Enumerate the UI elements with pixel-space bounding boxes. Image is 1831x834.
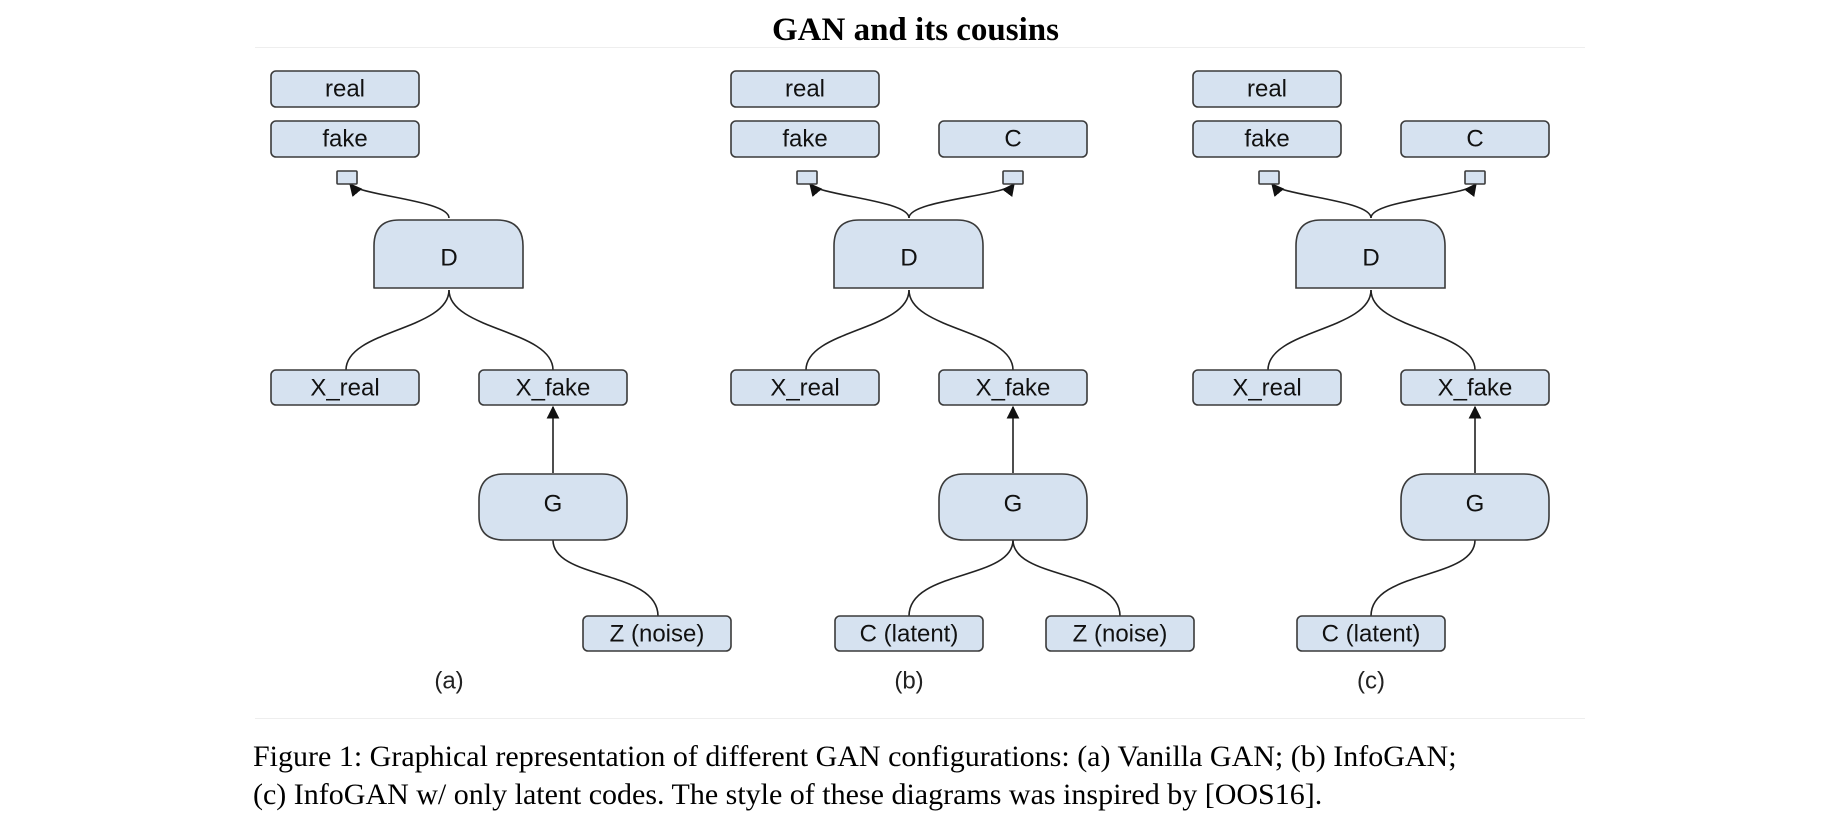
edge-d-to-fake [1271,183,1372,219]
edge-xreal-to-d [345,289,450,371]
svg-text:Z (noise): Z (noise) [610,621,705,648]
svg-text:G: G [1004,491,1023,518]
node-fake: fake [1192,120,1342,158]
node-generator: G [478,473,628,541]
node-x-real: X_real [270,369,420,406]
node-x-real: X_real [730,369,880,406]
svg-text:D: D [1362,245,1379,272]
svg-text:real: real [325,76,365,103]
node-z-noise: Z (noise) [582,615,732,652]
svg-text:fake: fake [782,126,827,153]
node-fake: fake [730,120,880,158]
gan-diagrams: real fake D X_real X_fake G [270,70,1550,695]
fake-output-port [796,170,818,185]
diagram-a: real fake D X_real X_fake G [270,70,732,695]
node-x-fake: X_fake [938,369,1088,406]
subfigure-label-c: (c) [1357,668,1385,695]
svg-text:fake: fake [322,126,367,153]
node-discriminator: D [1295,219,1446,289]
edge-z-to-g [552,539,659,617]
node-c-output: C [1400,120,1550,158]
diagram-c: real fake C D X_real X_fake [1192,70,1550,695]
svg-text:X_fake: X_fake [516,375,591,402]
c-output-port [1002,170,1024,185]
svg-text:D: D [440,245,457,272]
caption-line-1: Figure 1: Graphical representation of di… [253,740,1457,773]
fake-output-port [1258,170,1280,185]
svg-text:X_fake: X_fake [976,375,1051,402]
node-real: real [730,70,880,108]
svg-text:C: C [1466,126,1483,153]
svg-text:Z (noise): Z (noise) [1073,621,1168,648]
node-real: real [1192,70,1342,108]
svg-text:G: G [544,491,563,518]
node-c-latent: C (latent) [1296,615,1446,652]
edge-xfake-to-d [1370,289,1476,371]
node-discriminator: D [833,219,984,289]
edge-xfake-to-d [448,289,554,371]
edge-d-to-fake [349,183,450,219]
edge-d-to-fake [809,183,910,219]
node-discriminator: D [373,219,524,289]
svg-text:C (latent): C (latent) [1322,621,1421,648]
edge-d-to-c [908,182,1015,219]
svg-text:C: C [1004,126,1021,153]
svg-text:X_real: X_real [310,375,379,402]
diagram-b: real fake C D X_real X_fake [730,70,1195,695]
caption-line-2: (c) InfoGAN w/ only latent codes. The st… [253,778,1323,811]
node-x-real: X_real [1192,369,1342,406]
subfigure-label-b: (b) [894,668,923,695]
fake-output-port [336,170,358,185]
svg-text:X_real: X_real [1232,375,1301,402]
svg-text:C (latent): C (latent) [860,621,959,648]
node-x-fake: X_fake [1400,369,1550,406]
edge-clatent-to-g [908,539,1014,617]
edge-clatent-to-g [1370,539,1476,617]
node-generator: G [1400,473,1550,541]
figure-title: GAN and its cousins [772,12,1059,48]
svg-text:real: real [1247,76,1287,103]
node-c-latent: C (latent) [834,615,984,652]
node-real: real [270,70,420,108]
c-output-port [1464,170,1486,185]
edge-z-to-g [1012,539,1121,617]
svg-text:real: real [785,76,825,103]
svg-text:X_fake: X_fake [1438,375,1513,402]
edge-xreal-to-d [805,289,910,371]
svg-text:G: G [1466,491,1485,518]
bottom-divider [255,718,1585,719]
node-fake: fake [270,120,420,158]
svg-text:fake: fake [1244,126,1289,153]
svg-text:X_real: X_real [770,375,839,402]
top-divider [255,47,1585,48]
node-c-output: C [938,120,1088,158]
edge-xfake-to-d [908,289,1014,371]
node-x-fake: X_fake [478,369,628,406]
edge-d-to-c [1370,182,1477,219]
edge-xreal-to-d [1267,289,1372,371]
figure-caption: Figure 1: Graphical representation of di… [253,738,1593,814]
subfigure-label-a: (a) [434,668,463,695]
svg-text:D: D [900,245,917,272]
node-generator: G [938,473,1088,541]
node-z-noise: Z (noise) [1045,615,1195,652]
